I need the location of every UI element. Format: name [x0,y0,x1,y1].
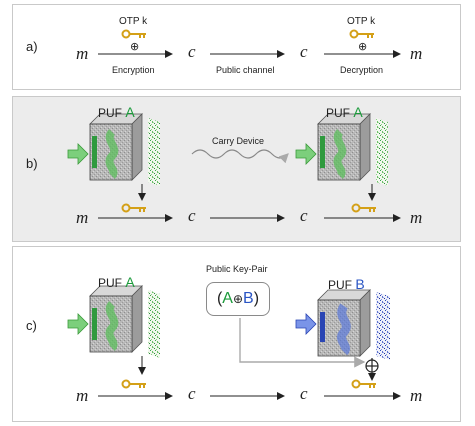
keypair-paren: ( [216,290,223,307]
panel-label-a: a) [26,39,38,54]
symbol-c-b-1: c [188,206,196,225]
otp-label-left: OTP k [119,16,148,27]
panel-label-c: c) [26,318,37,333]
keypair-xor: ⊕ [232,292,244,306]
puf-cube-left-c [89,285,143,353]
puf-name: A [353,104,363,120]
symbol-m-left-b: m [76,208,89,227]
puf-prefix: PUF [326,106,350,120]
puf-prefix: PUF [98,276,122,290]
panel-label-b: b) [26,156,38,171]
symbol-m-left-c: m [76,386,89,405]
puf-name: A [125,274,135,290]
key-icon [121,203,146,213]
xor-icon [365,359,379,373]
carry-device-label: Carry Device [212,136,265,146]
symbol-c-a-2: c [300,42,308,61]
symbol-m-right-a: m [410,44,423,63]
panel-a [12,4,461,90]
speckle-pattern-right-b [376,118,388,186]
green-arrow-icon [67,143,89,165]
puf-title-left-b: PUF A [98,104,135,120]
green-arrow-icon [67,313,89,335]
xor-symbol-right: ⊕ [358,41,368,53]
key-icon [351,379,376,389]
keypair-paren: ) [253,290,260,307]
key-icon [349,29,374,39]
symbol-c-c-2: c [300,384,308,403]
puf-title-right-b: PUF A [326,104,363,120]
puf-title-left-c: PUF A [98,274,135,290]
symbol-m-right-c: m [410,386,423,405]
keypair-a: A [222,290,233,307]
keypair-box: (A⊕B) [206,282,270,316]
keypair-connector [239,318,366,368]
puf-cube-left-b [89,113,143,181]
puf-prefix: PUF [328,278,352,292]
green-arrow-icon [295,143,317,165]
puf-cube-right-b [317,113,371,181]
keypair-title: Public Key-Pair [206,264,268,274]
symbol-c-b-2: c [300,206,308,225]
key-icon [351,203,376,213]
puf-title-right-c: PUF B [328,276,365,292]
blue-arrow-icon [295,313,317,335]
puf-name: B [355,276,365,292]
otp-label-right: OTP k [347,16,376,27]
symbol-m-left-a: m [76,44,89,63]
puf-cube-right-c [317,289,371,357]
speckle-pattern-left-c [148,290,160,358]
keypair-b: B [243,290,254,307]
carry-device-arrow [191,149,289,164]
encryption-label: Encryption [112,65,155,75]
symbol-c-a-1: c [188,42,196,61]
xor-symbol-left: ⊕ [130,41,140,53]
speckle-pattern-left-b [148,118,160,186]
key-icon [121,379,146,389]
decryption-label: Decryption [340,65,384,75]
speckle-pattern-right-c [376,292,390,360]
puf-prefix: PUF [98,106,122,120]
symbol-c-c-1: c [188,384,196,403]
symbol-m-right-b: m [410,208,423,227]
panel-c [12,246,461,422]
public-channel-label: Public channel [216,65,275,75]
key-icon [121,29,146,39]
puf-name: A [125,104,135,120]
